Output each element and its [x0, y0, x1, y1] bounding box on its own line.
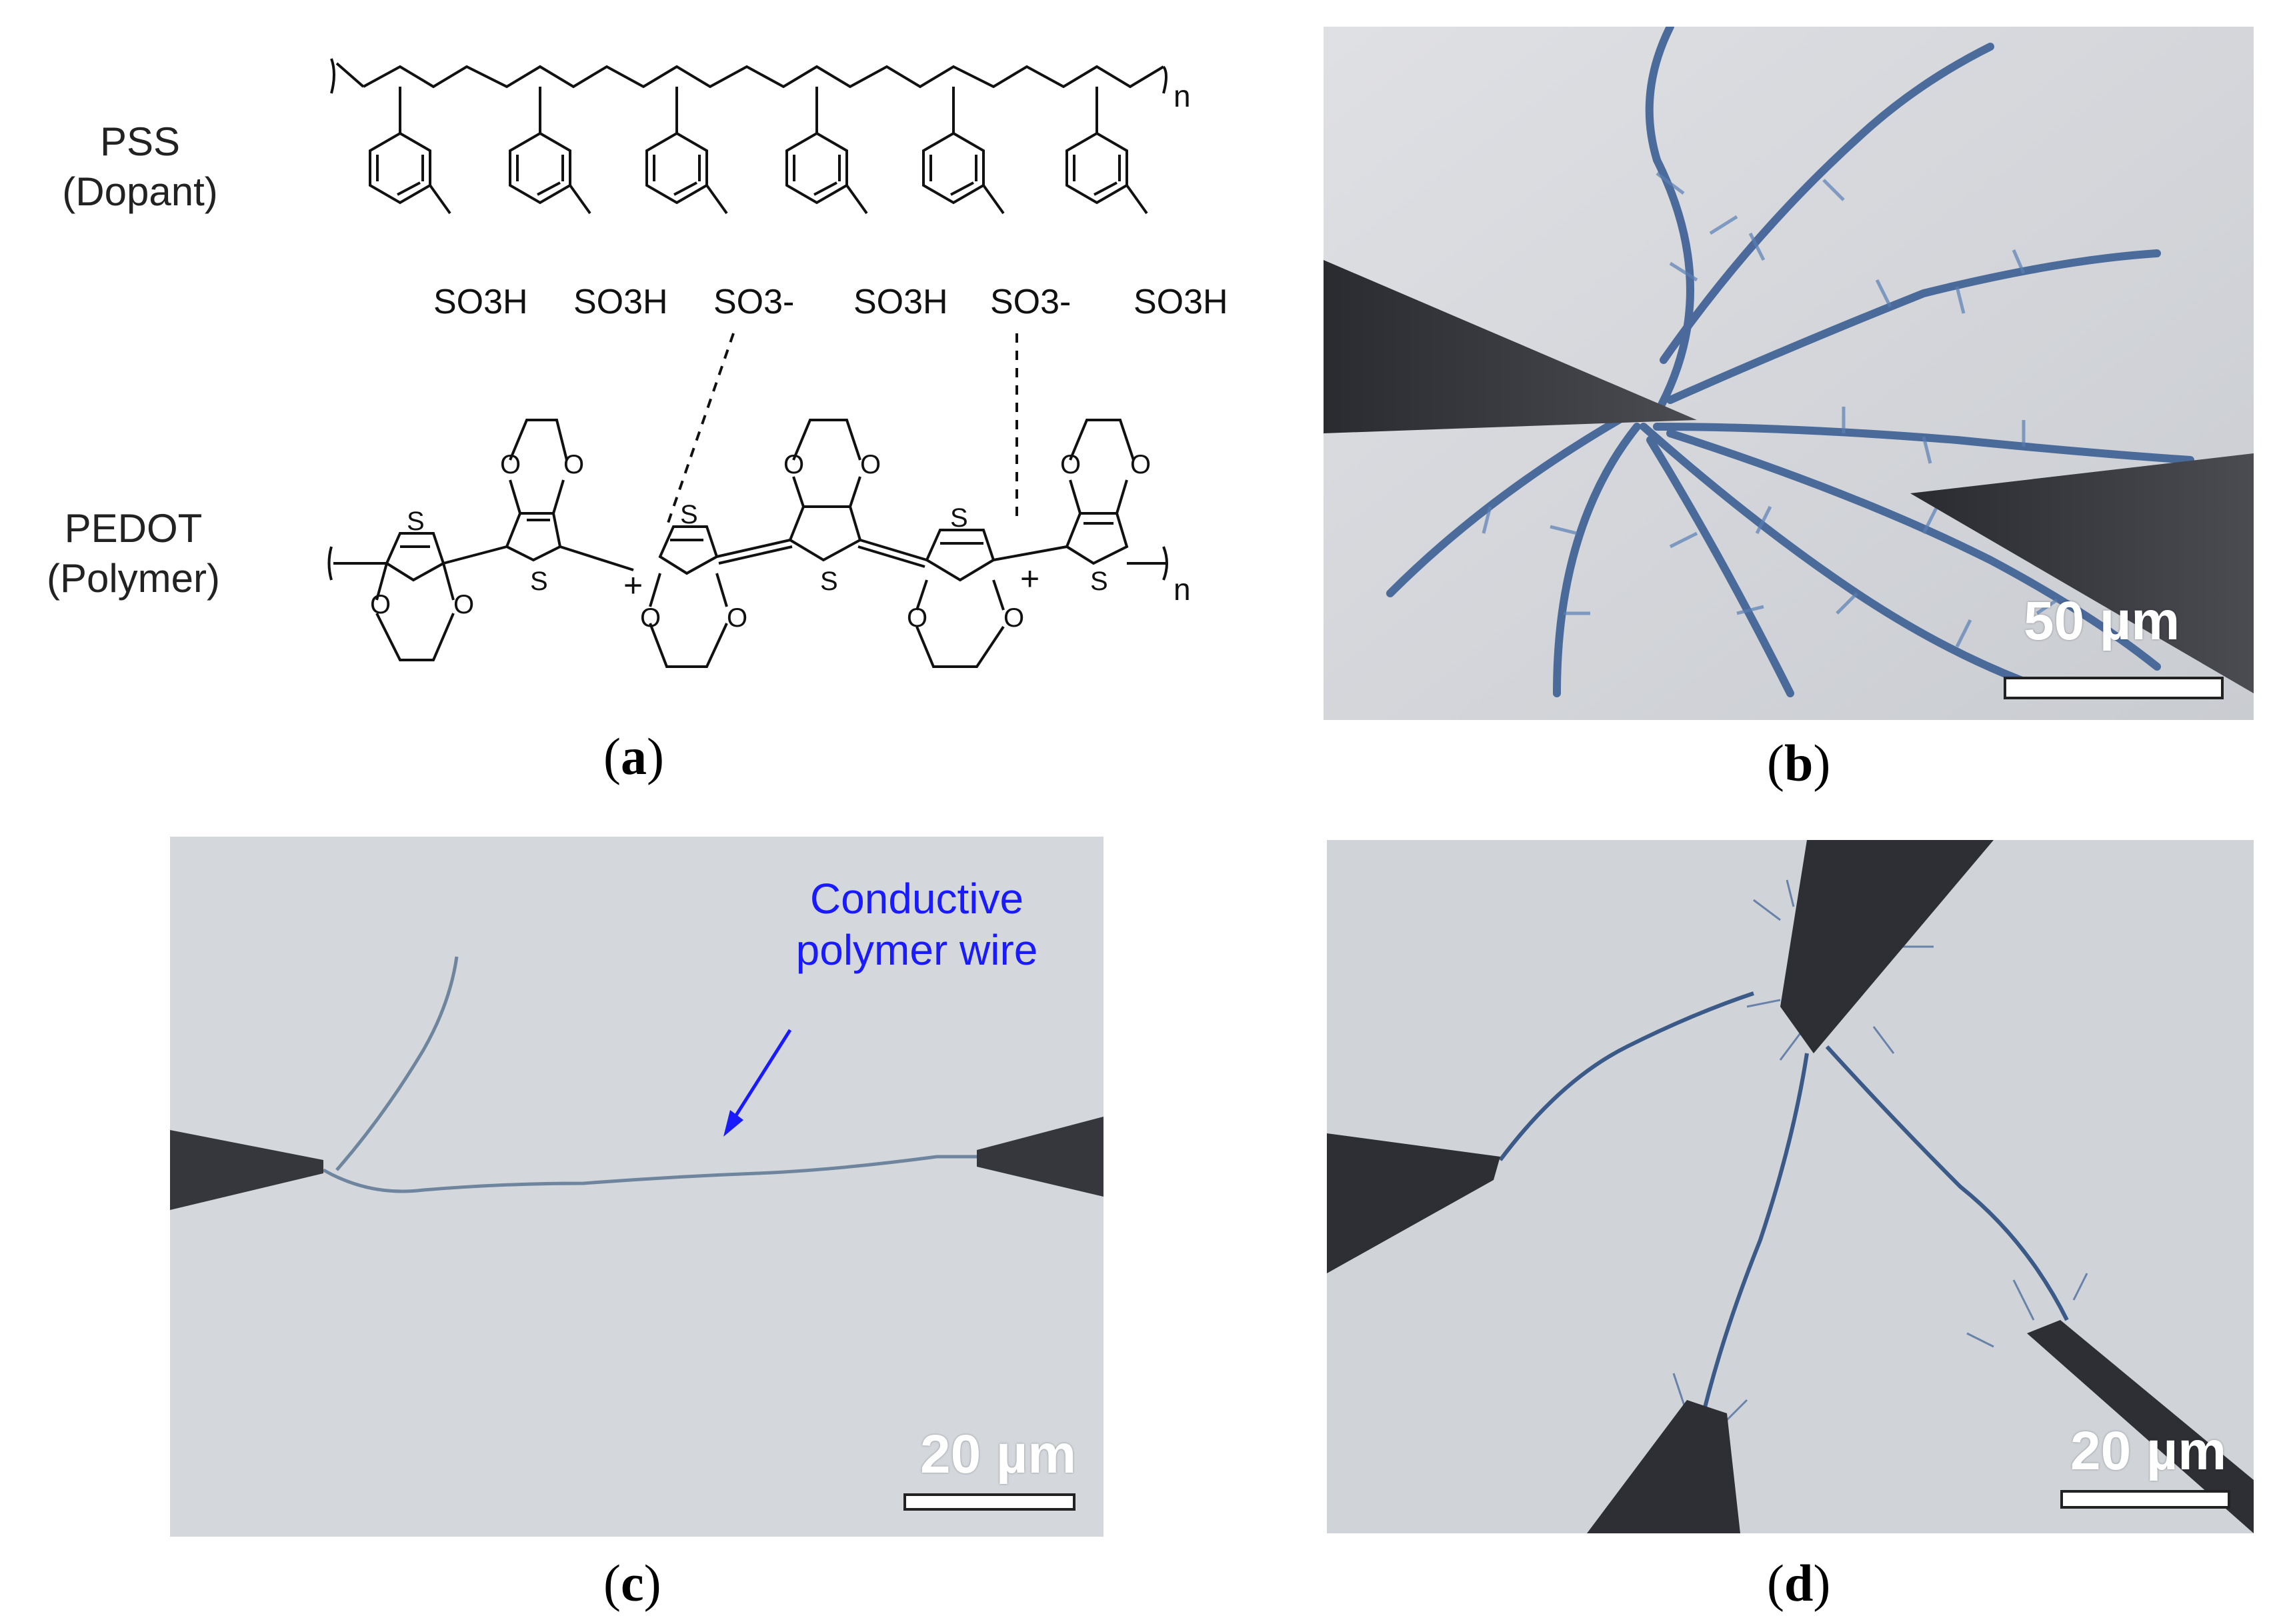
sulfonic-acid-group: SO3H [433, 283, 528, 321]
caption-a: (a) [603, 727, 664, 785]
oxygen-atom: O [500, 450, 521, 479]
polymer-wire [1498, 991, 1754, 1161]
pedot-sublabel-text: (Polymer) [46, 556, 220, 601]
probe-tip [170, 1130, 323, 1210]
pss-backbone [363, 65, 1165, 89]
caption-d-letter: d [1784, 1554, 1814, 1612]
scale-bar-label: 20 µm [920, 1424, 1077, 1485]
sulfur-atom: S [820, 567, 838, 596]
oxygen-atom: O [640, 603, 661, 633]
pedot-label-text: PEDOT [64, 506, 203, 551]
panel-b-micrograph: 50 µm [1324, 27, 2254, 720]
probe-tip [1910, 453, 2254, 693]
caption-d: (d) [1767, 1554, 1831, 1612]
annotation-arrow [725, 1029, 792, 1131]
pss-label-text: PSS [99, 119, 181, 164]
annotation-line-1: Conductive [809, 875, 1024, 923]
polymer-wire [1825, 1045, 2069, 1321]
positive-charge: + [623, 567, 643, 604]
sulfonic-acid-group: SO3H [1133, 283, 1228, 321]
panel-a: PSS (Dopant) PEDOT (Polymer) [0, 0, 1267, 785]
oxygen-atom: O [1003, 603, 1024, 633]
pedot-chain [327, 419, 1168, 668]
sulfur-atom: S [950, 503, 968, 533]
three-probe-image [1327, 840, 2254, 1533]
ionic-interaction-dash [665, 333, 735, 527]
annotation-arrowhead [723, 1110, 743, 1137]
probe-tip [1780, 840, 1994, 1053]
panel-c-micrograph: Conductive polymer wire 20 µm [170, 837, 1103, 1537]
oxygen-atom: O [1130, 450, 1151, 479]
sulfonic-acid-group: SO3H [573, 283, 668, 321]
oxygen-atom: O [1060, 450, 1081, 479]
scale-bar [903, 1493, 1075, 1511]
caption-b-letter: b [1784, 734, 1814, 792]
probe-tip [1324, 260, 1697, 433]
oxygen-atom: O [783, 450, 804, 479]
caption-a-letter: a [620, 727, 647, 785]
panel-d-micrograph: 20 µm [1327, 840, 2254, 1533]
oxygen-atom: O [453, 590, 474, 619]
pedot-label: PEDOT (Polymer) [27, 503, 240, 603]
oxygen-atom: O [563, 450, 584, 479]
caption-b: (b) [1767, 734, 1831, 792]
probe-tip [977, 1117, 1103, 1197]
sulfur-atom: S [530, 567, 548, 596]
pedot-repeat-n: n [1174, 572, 1191, 607]
sulfonate-group: SO3- [713, 283, 794, 321]
scale-bar-label: 50 µm [2024, 591, 2180, 651]
oxygen-atom: O [727, 603, 747, 633]
pss-label: PSS (Dopant) [53, 117, 227, 217]
sulfur-atom: S [1090, 567, 1108, 596]
polymer-wire [1698, 1053, 1809, 1427]
probe-tip [2027, 1320, 2254, 1533]
caption-c: (c) [603, 1554, 661, 1612]
oxygen-atom: O [907, 603, 927, 633]
dendrite-image [1324, 27, 2254, 720]
caption-c-letter: c [620, 1554, 644, 1612]
annotation-text: Conductive polymer wire [777, 873, 1057, 976]
oxygen-atom: O [370, 590, 391, 619]
sulfur-atom: S [680, 500, 698, 529]
pss-sublabel-text: (Dopant) [62, 169, 218, 214]
positive-charge: + [1020, 560, 1039, 597]
wire-image [170, 837, 1103, 1537]
oxygen-atom: O [860, 450, 881, 479]
pss-repeat-n: n [1174, 79, 1191, 113]
chemical-structure-diagram: n n SO3H SO3H SO3- SO3H SO3- SO3H S S S … [327, 58, 1228, 668]
scale-bar [2004, 677, 2224, 699]
annotation-line-2: polymer wire [795, 925, 1038, 974]
scale-bar [2060, 1490, 2230, 1509]
probe-tip [1587, 1400, 1740, 1533]
probe-tip [1327, 1133, 1500, 1273]
conductive-polymer-wire [322, 1155, 977, 1193]
sulfur-atom: S [407, 507, 425, 536]
pss-rings [369, 87, 1148, 215]
sulfonate-group: SO3- [990, 283, 1071, 321]
scale-bar-label: 20 µm [2070, 1421, 2227, 1481]
sulfonic-acid-group: SO3H [853, 283, 948, 321]
